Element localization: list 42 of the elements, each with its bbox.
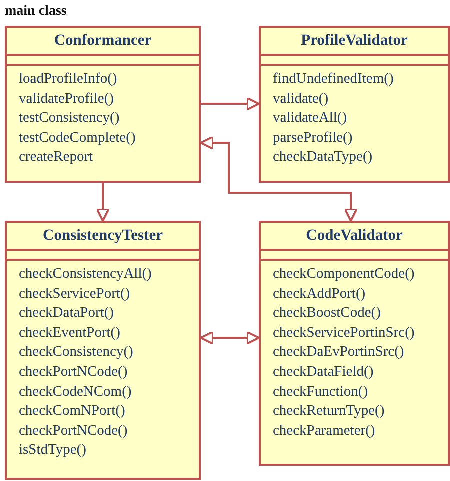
method-name: testConsistency()	[19, 109, 120, 128]
method-name: validateProfile()	[19, 90, 114, 109]
class-box	[5, 221, 201, 480]
method-name: checkAddPort()	[273, 284, 366, 304]
class-box	[5, 26, 201, 183]
class-box	[259, 26, 450, 183]
inheritance-arrow	[201, 97, 260, 111]
method-name: loadProfileInfo()	[19, 70, 118, 89]
method-name: checkConsistency()	[19, 343, 134, 362]
diagram-title: main class	[5, 4, 67, 20]
method-name: validateAll()	[273, 109, 348, 128]
method-name: checkComNPort()	[19, 402, 126, 422]
method-name: checkFunction()	[273, 382, 368, 402]
inheritance-arrow	[200, 331, 260, 345]
method-name: checkReturnType()	[273, 402, 385, 422]
method-name: parseProfile()	[273, 128, 353, 148]
method-name: isStdType()	[19, 441, 86, 460]
method-name: findUndefinedItem()	[273, 70, 394, 89]
method-name: testCodeComplete()	[19, 128, 136, 148]
class-name: ProfileValidator	[301, 32, 408, 49]
method-name: checkDaEvPortinSrc()	[273, 343, 404, 362]
class-name: CodeValidator	[306, 227, 403, 244]
method-name: createReport	[19, 148, 94, 168]
class-name: ConsistencyTester	[43, 227, 163, 244]
method-name: validate()	[273, 90, 329, 109]
method-name: checkDataPort()	[19, 304, 114, 324]
method-name: checkDataType()	[273, 148, 373, 168]
method-name: checkConsistencyAll()	[19, 265, 152, 284]
method-name: checkServicePortinSrc()	[273, 324, 415, 343]
method-name: checkCodeNCom()	[19, 382, 132, 402]
method-name: checkBoostCode()	[273, 304, 381, 324]
class-name: Conformancer	[54, 32, 152, 49]
method-name: checkPortNCode()	[19, 362, 128, 382]
class-box	[259, 221, 450, 466]
inheritance-arrow	[96, 183, 110, 222]
method-name: checkEventPort()	[19, 324, 120, 343]
method-name: checkDataField()	[273, 362, 374, 382]
method-name: checkPortNCode()	[19, 422, 128, 441]
inheritance-arrow	[200, 136, 358, 222]
method-name: checkServicePort()	[19, 284, 130, 304]
method-name: checkParameter()	[273, 422, 376, 441]
method-name: checkComponentCode()	[273, 265, 415, 284]
